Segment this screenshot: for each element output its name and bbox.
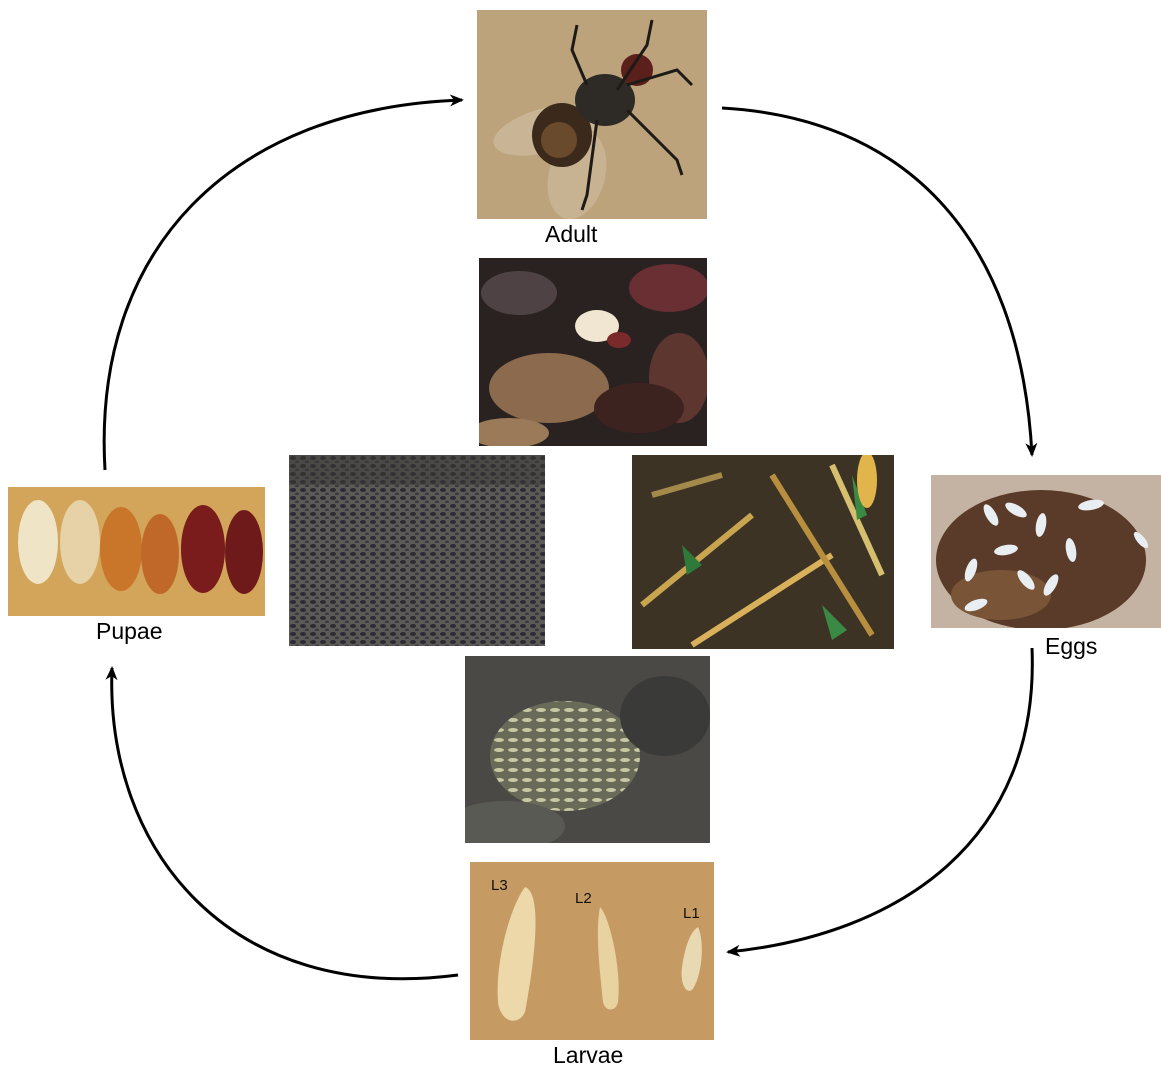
adult-fly-photo (477, 10, 707, 219)
arrow-adult-to-eggs (722, 108, 1032, 455)
pupae-photo (8, 487, 265, 616)
straw-substrate-photo (632, 455, 894, 649)
pupae-in-substrate-photo (479, 258, 707, 446)
arrow-larvae-to-pupae (112, 668, 458, 979)
arrow-pupae-to-adult (104, 100, 462, 470)
pupae-label: Pupae (96, 618, 163, 645)
dark-pupae-mass-photo (289, 455, 545, 646)
adult-label: Adult (545, 221, 597, 248)
larvae-mass-photo (465, 656, 710, 843)
arrow-eggs-to-larvae (728, 648, 1032, 952)
eggs-photo (931, 475, 1161, 628)
instar-l2-label: L2 (575, 890, 592, 907)
instar-l3-label: L3 (491, 877, 508, 894)
larvae-label: Larvae (553, 1042, 623, 1069)
instar-l1-label: L1 (683, 905, 700, 922)
eggs-label: Eggs (1045, 633, 1097, 660)
